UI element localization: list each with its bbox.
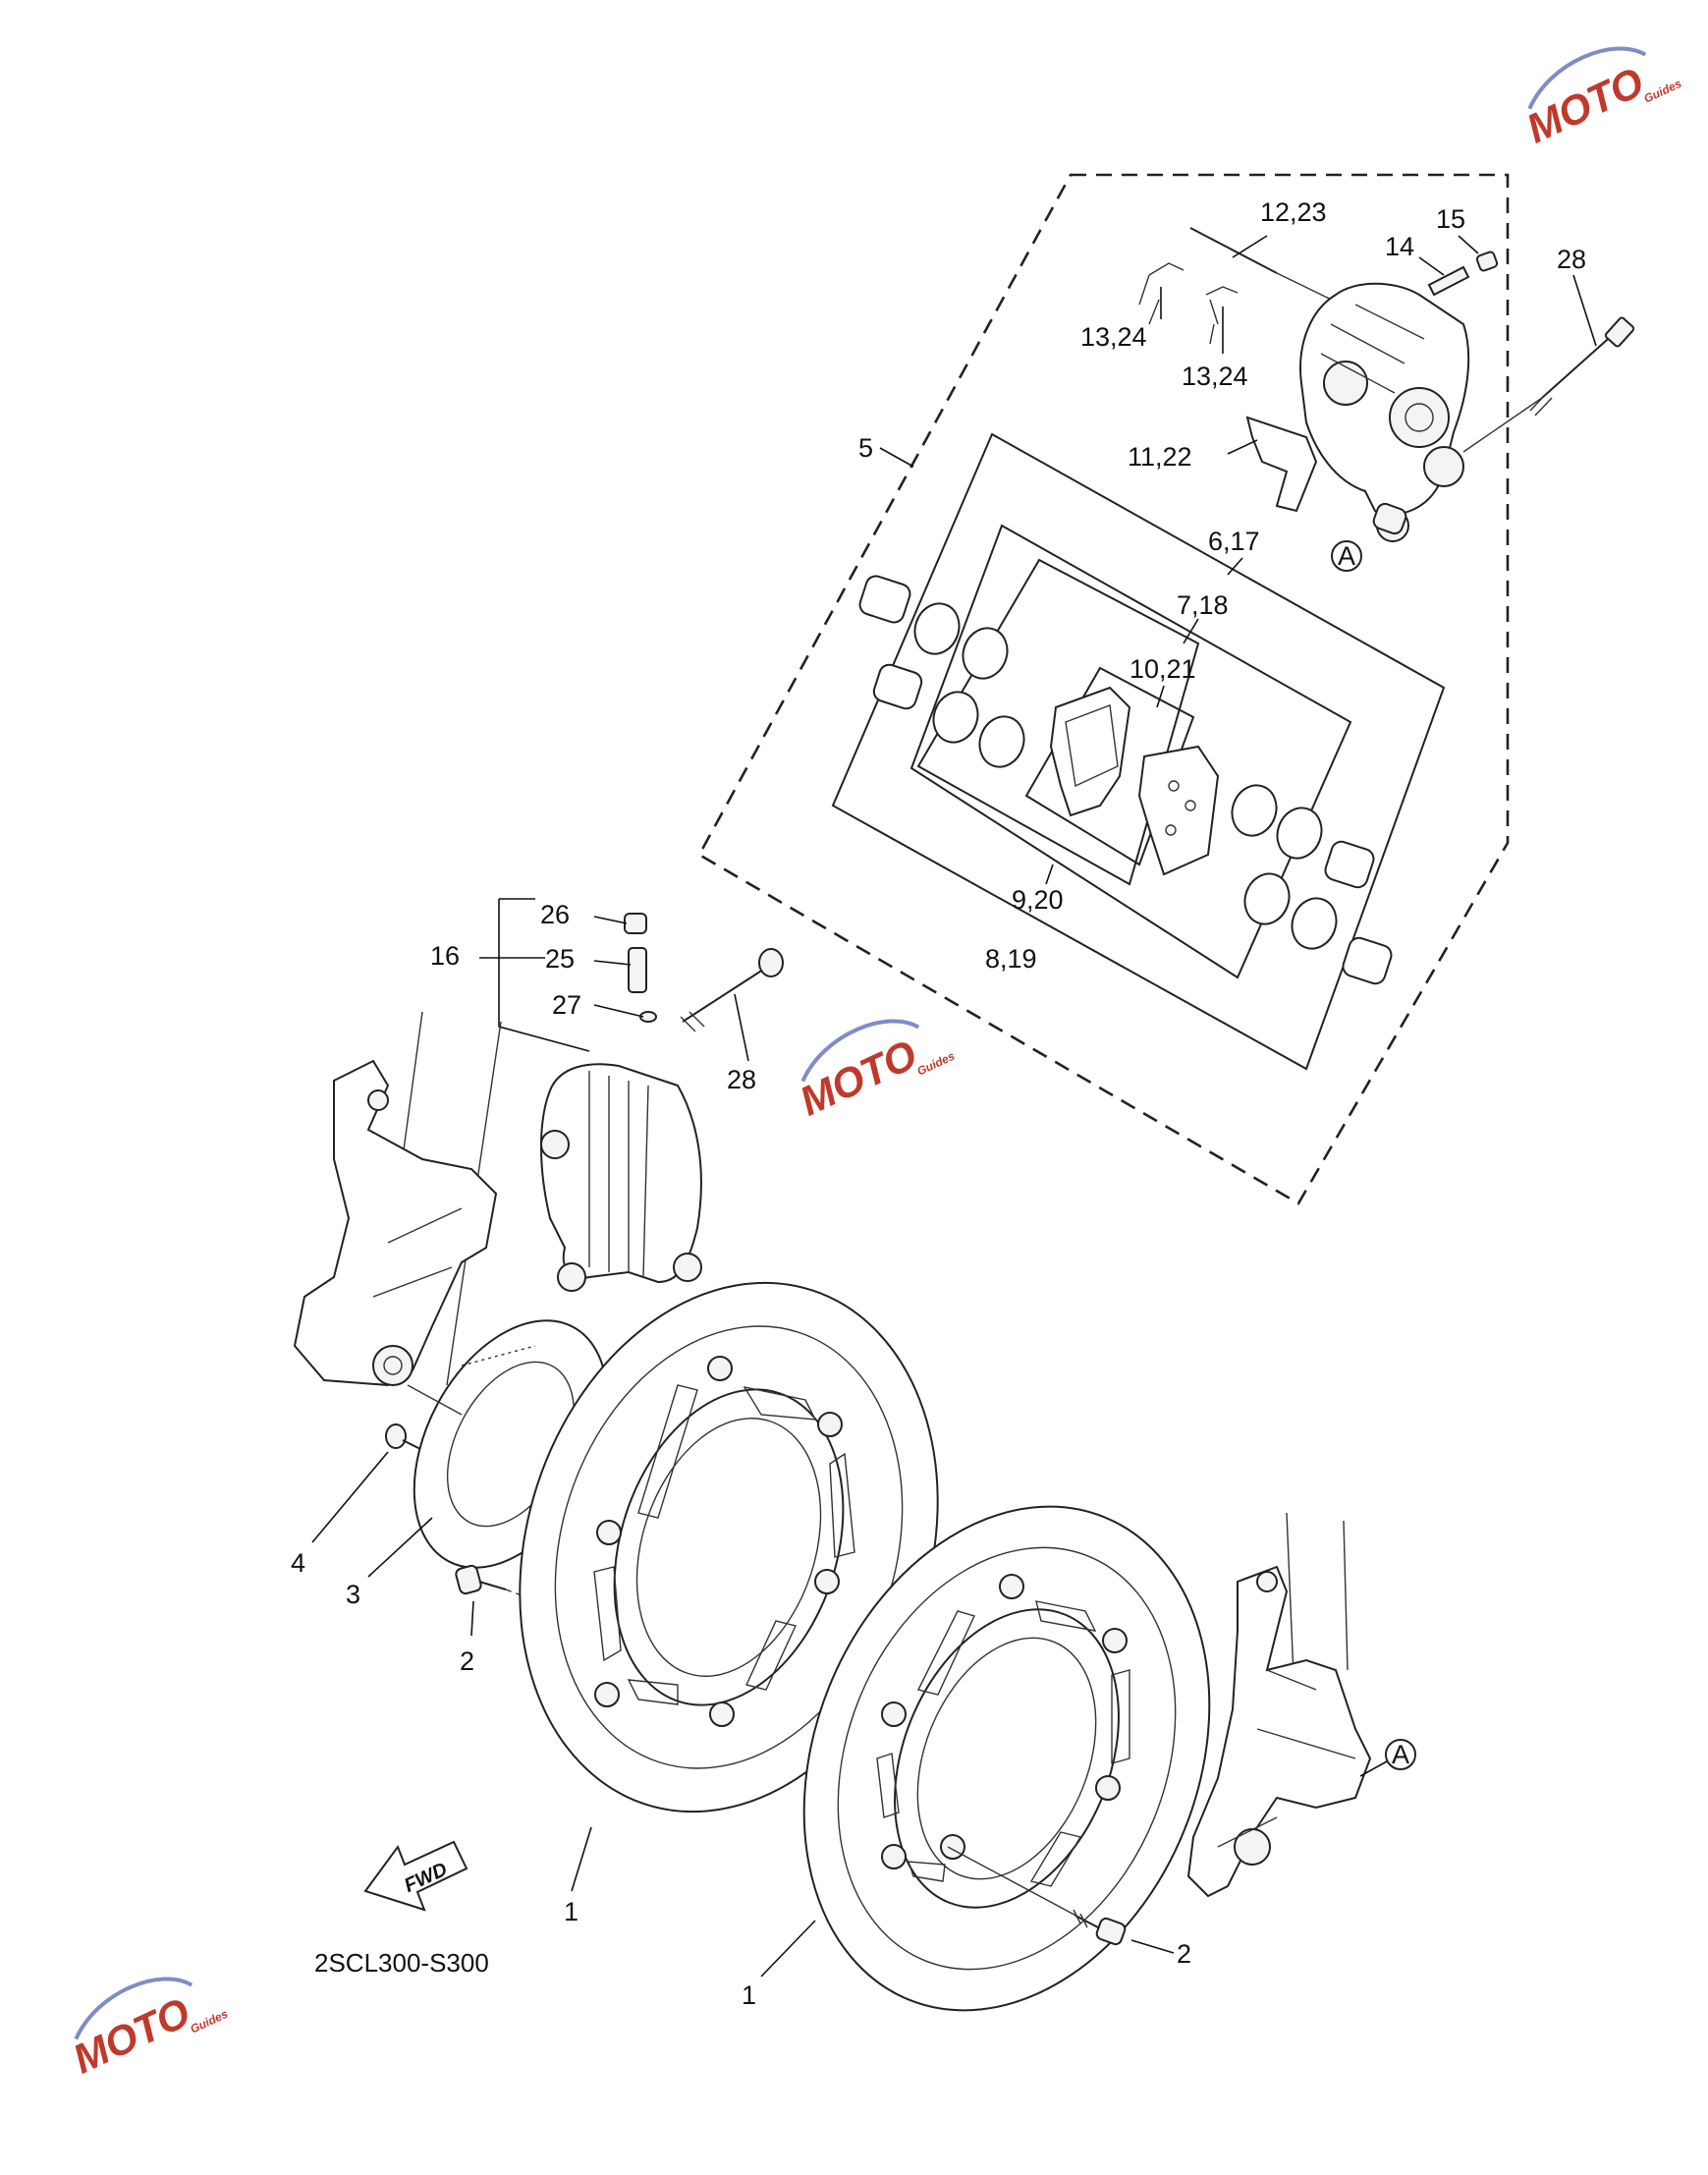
svg-text:Guides: Guides: [914, 1049, 957, 1079]
right-fork: [1186, 1512, 1372, 1898]
svg-text:A: A: [1338, 541, 1355, 571]
callout: 2: [1177, 1939, 1191, 1969]
upper-caliper-assembly: [1138, 227, 1635, 542]
callout: 13,24: [1182, 362, 1248, 391]
callout: 11,22: [1128, 442, 1192, 472]
svg-text:MOTO: MOTO: [793, 1031, 923, 1125]
svg-text:Guides: Guides: [188, 2007, 230, 2036]
left-fork: [293, 1011, 502, 1387]
callout: 5: [858, 433, 873, 463]
bolt-2-right: [1073, 1909, 1127, 1946]
callout: 4: [291, 1548, 305, 1578]
brake-disc-rear: [802, 1505, 1211, 2012]
callout: 10,21: [1129, 654, 1196, 684]
callout: 1: [742, 1980, 756, 2010]
watermark-logo-center: MOTO Guides: [793, 1019, 957, 1125]
watermark-logo-bottom-left: MOTO Guides: [66, 1977, 230, 2083]
leader-lines: [311, 235, 1597, 1978]
svg-text:MOTO: MOTO: [1519, 58, 1650, 152]
svg-text:Guides: Guides: [1641, 77, 1683, 106]
callout: 16: [430, 941, 460, 971]
callout: 14: [1385, 232, 1414, 261]
diagram-code: 2SCL300-S300: [314, 1948, 489, 1978]
callout: 3: [346, 1580, 360, 1609]
watermark-logo-top-right: MOTO Guides: [1519, 46, 1683, 152]
callout: 8,19: [985, 944, 1037, 974]
callout-labels: 12,23 15 14 28 13,24 13,24 5 11,22 6,17 …: [291, 197, 1586, 2010]
callout: 2: [460, 1646, 474, 1676]
brake-pads: [1049, 686, 1220, 876]
reference-marker-a-bottom: A: [1359, 1739, 1416, 1777]
callout: 27: [552, 990, 581, 1020]
callout: 25: [545, 944, 575, 974]
callout: 28: [1557, 245, 1586, 274]
callout: 28: [727, 1065, 756, 1094]
lower-caliper-assembly: [498, 898, 784, 1292]
callout: 13,24: [1080, 322, 1147, 352]
svg-text:MOTO: MOTO: [66, 1988, 196, 2083]
pistons-and-seals: [858, 575, 1393, 985]
callout: 26: [540, 900, 570, 929]
bolt-4: [385, 1423, 421, 1450]
callout: 12,23: [1260, 197, 1327, 227]
svg-text:A: A: [1392, 1740, 1409, 1769]
caliper-exploded-region: [697, 173, 1510, 1205]
callout: 7,18: [1177, 590, 1229, 620]
callout: 1: [564, 1897, 579, 1926]
fwd-arrow-icon: FWD: [363, 1840, 468, 1912]
callout: 6,17: [1208, 527, 1260, 556]
reference-marker-a-top: A: [1331, 540, 1362, 572]
callout: 15: [1436, 204, 1465, 234]
callout: 9,20: [1012, 885, 1064, 915]
